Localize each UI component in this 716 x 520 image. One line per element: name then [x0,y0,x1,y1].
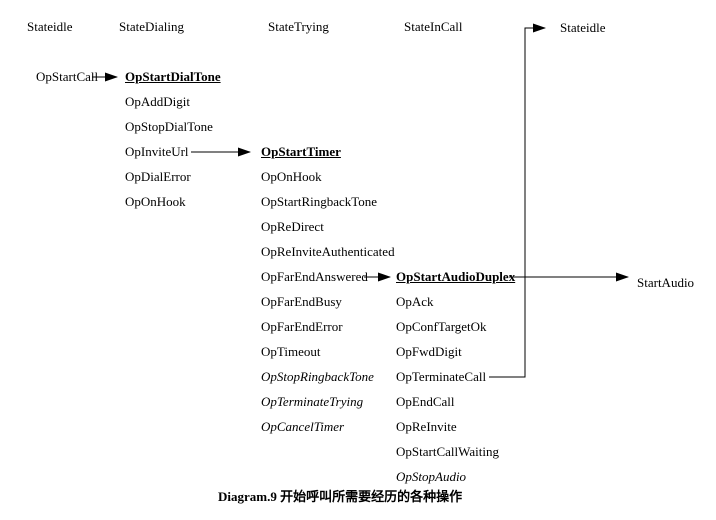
state-header-idle-left: Stateidle [27,19,73,34]
state-header-trying: StateTrying [268,19,329,34]
op-item: OpStartTimer [261,144,341,159]
op-item: OpTimeout [261,344,321,359]
op-item: OpStartRingbackTone [261,194,378,209]
op-item: OpReInviteAuthenticated [261,244,395,259]
op-item: OpTerminateTrying [261,394,364,409]
op-item: OpTerminateCall [396,369,487,384]
op-item: OpAddDigit [125,94,190,109]
op-item: OpStartAudioDuplex [396,269,516,284]
op-item: OpFarEndError [261,319,343,334]
op-item: OpConfTargetOk [396,319,487,334]
op-item: OpReInvite [396,419,457,434]
op-item: OpCancelTimer [261,419,345,434]
op-item: OpReDirect [261,219,324,234]
op-item: OpStartCallWaiting [396,444,499,459]
state-header-incall: StateInCall [404,19,463,34]
op-item: OpStopRingbackTone [261,369,374,384]
diagram-caption: Diagram.9 开始呼叫所需要经历的各种操作 [218,489,463,504]
op-item: OpEndCall [396,394,455,409]
op-item: OpOnHook [261,169,322,184]
arrow-opterminatecall-to-stateidle [489,23,546,378]
op-item: OpStopDialTone [125,119,213,134]
op-item: OpStopAudio [396,469,467,484]
op-item: OpFwdDigit [396,344,462,359]
state-header-dialing: StateDialing [119,19,184,34]
op-item: OpInviteUrl [125,144,189,159]
result-label: StartAudio [637,275,695,290]
state-header-idle-right: Stateidle [560,20,606,35]
op-item: OpDialError [125,169,191,184]
op-item: OpOnHook [125,194,186,209]
op-item: OpFarEndAnswered [261,269,368,284]
op-item: OpFarEndBusy [261,294,342,309]
op-item: OpAck [396,294,434,309]
trigger-op: OpStartCall [36,69,99,84]
op-item: OpStartDialTone [125,69,221,84]
